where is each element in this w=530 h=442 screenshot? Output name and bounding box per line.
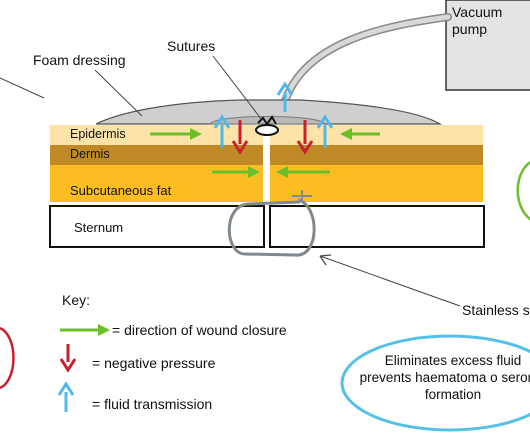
sternum-right — [269, 205, 485, 248]
callout-text: Eliminates excess fluid prevents haemato… — [359, 353, 530, 402]
green-circle-partial — [516, 161, 530, 221]
negative-pressure-arrow — [296, 120, 314, 155]
foam-dressing-label: Foam dressing — [33, 52, 126, 68]
vacuum-pump-label: Vacuum pump — [452, 4, 503, 37]
sternum-label: Sternum — [74, 220, 124, 235]
fluid-transmission-arrow — [316, 114, 334, 148]
vacuum-pump-box — [445, 0, 530, 91]
fluid-transmission-arrow — [276, 81, 294, 112]
fluid-transmission-arrow — [213, 114, 231, 148]
wound-gap — [263, 125, 270, 205]
stainless-steel-label: Stainless s — [462, 302, 530, 318]
key-title: Key: — [62, 292, 91, 308]
key-negative-pressure-label: = negative pressure — [92, 355, 216, 371]
key-fluid-transmission-arrow — [57, 381, 75, 412]
suture-knot — [255, 124, 279, 136]
key-negative-pressure-arrow — [59, 344, 77, 373]
key-wound-closure-label: = direction of wound closure — [112, 322, 287, 338]
negative-pressure-arrow — [231, 120, 249, 155]
foam-dressing — [95, 99, 443, 125]
subcutaneous-fat-label: Subcutaneous fat — [70, 183, 172, 198]
sternal-wire — [227, 198, 316, 257]
epidermis-label: Epidermis — [70, 127, 126, 141]
vacuum-tube — [279, 13, 452, 112]
red-circle-partial — [0, 326, 15, 390]
key-fluid-transmission-label: = fluid transmission — [92, 396, 213, 412]
sutures-label: Sutures — [167, 38, 216, 54]
dermis-label: Dermis — [70, 147, 110, 161]
callout-ellipse — [340, 334, 530, 432]
